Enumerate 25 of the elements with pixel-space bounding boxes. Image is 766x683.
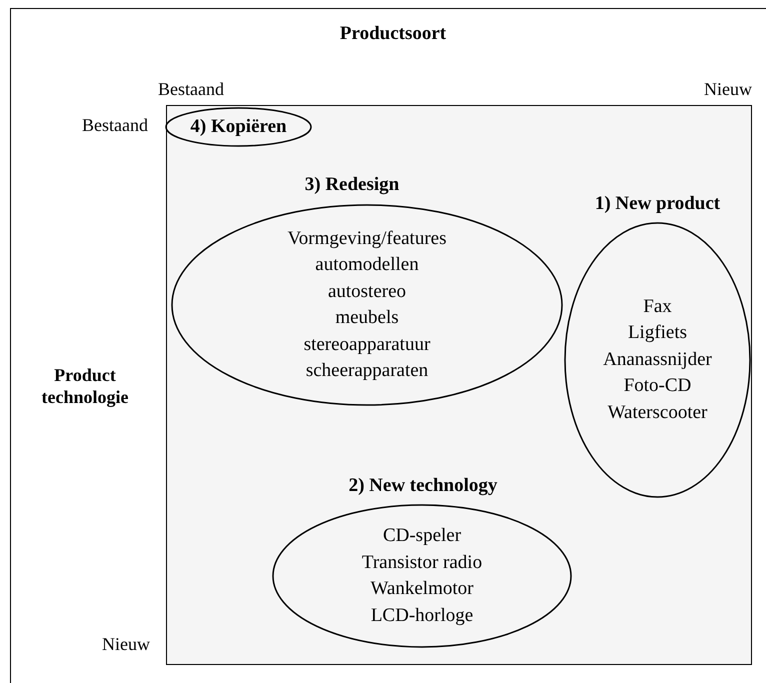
example-item: autostereo [328,280,406,304]
axis-label: Bestaand [158,78,225,100]
group-heading: 2) New technology [348,474,498,498]
axis-label: Nieuw [101,633,150,655]
example-item: scheerapparaten [306,359,428,383]
group-heading: 1) New product [594,192,722,216]
group-heading: 3) Redesign [304,173,400,197]
example-item: Foto-CD [624,374,692,398]
example-item: Ananassnijder [603,348,712,372]
example-item: stereoapparatuur [304,332,430,356]
example-item: CD-speler [382,524,462,548]
example-item: meubels [335,306,399,330]
axis-label: Product technologie [40,364,130,408]
title: Productsoort [338,22,448,46]
example-item: Transistor radio [362,550,482,574]
example-item: Vormgeving/features [288,226,446,250]
axis-label: Nieuw [703,78,752,100]
example-item: Wankelmotor [370,577,474,601]
example-item: Fax [643,294,672,319]
axis-label: Bestaand [81,114,148,136]
example-item: automodellen [315,253,419,277]
example-item: LCD-horloge [370,604,474,628]
group-heading: 4) Kopiëren [190,114,287,139]
example-item: Ligfiets [628,321,688,346]
example-item: Waterscooter [608,400,708,425]
